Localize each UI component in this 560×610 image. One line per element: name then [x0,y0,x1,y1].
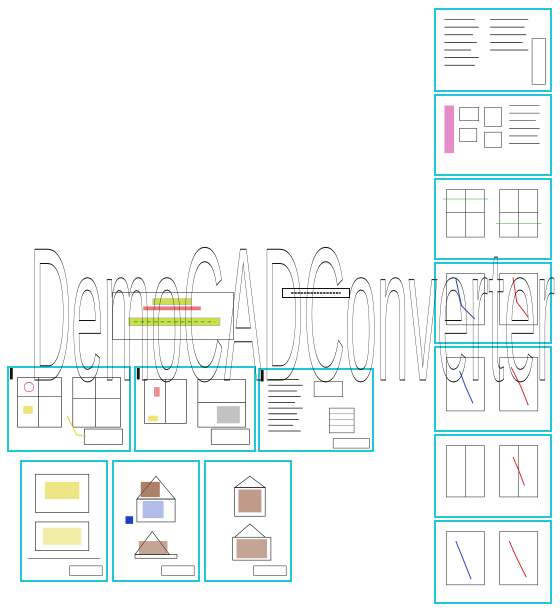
cover-sheet[interactable] [112,292,234,340]
notes-sheet[interactable] [258,368,374,452]
right-plan-5[interactable] [434,520,552,604]
elevation-1[interactable] [20,460,108,582]
floor-plan-1[interactable] [7,366,131,452]
right-plan-3[interactable] [434,346,552,432]
elevation-2[interactable] [112,460,200,582]
right-detail[interactable] [434,94,552,176]
title-block-bar [282,288,350,298]
right-plan-2[interactable] [434,262,552,344]
elevation-3[interactable] [204,460,292,582]
right-plan-4[interactable] [434,434,552,518]
right-notes[interactable] [434,8,552,92]
cover-drawing [128,298,221,326]
floor-plan-2[interactable] [134,366,256,452]
right-plan-1[interactable] [434,178,552,260]
